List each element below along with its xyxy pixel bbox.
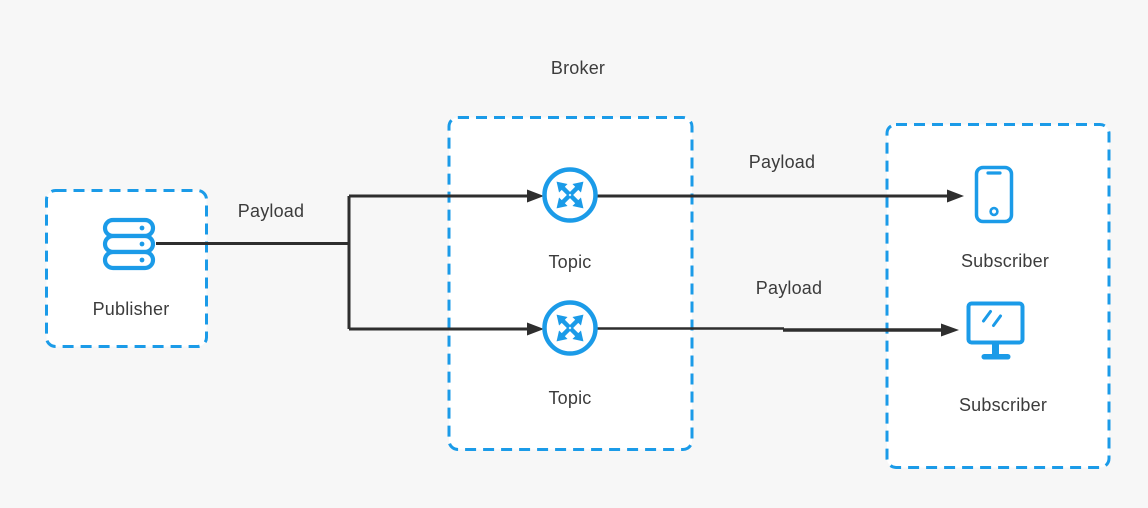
connector-publisher-branch xyxy=(156,194,527,331)
payload-label-bottom-right: Payload xyxy=(755,278,823,298)
arrowhead-to-topic-top xyxy=(527,189,544,203)
subscriber-top-label: Subscriber xyxy=(960,251,1050,271)
publisher-label: Publisher xyxy=(92,299,170,319)
server-stack-icon xyxy=(102,217,156,271)
topic-bottom-label: Topic xyxy=(548,388,592,408)
payload-label-top-right: Payload xyxy=(748,152,816,172)
monitor-icon xyxy=(966,301,1025,360)
arrowhead-to-topic-bottom xyxy=(527,322,544,336)
broker-box xyxy=(447,116,694,451)
topic-router-icon-bottom xyxy=(542,300,598,356)
subscriber-box xyxy=(885,123,1111,469)
broker-title: Broker xyxy=(550,58,606,78)
subscriber-bottom-label: Subscriber xyxy=(958,395,1048,415)
topic-top-label: Topic xyxy=(548,252,592,272)
topic-router-icon-top xyxy=(542,167,598,223)
arrowhead-to-subscriber-bottom xyxy=(941,323,959,337)
smartphone-icon xyxy=(974,165,1014,224)
payload-label-left: Payload xyxy=(237,201,305,221)
arrowhead-to-subscriber-top xyxy=(947,189,964,203)
